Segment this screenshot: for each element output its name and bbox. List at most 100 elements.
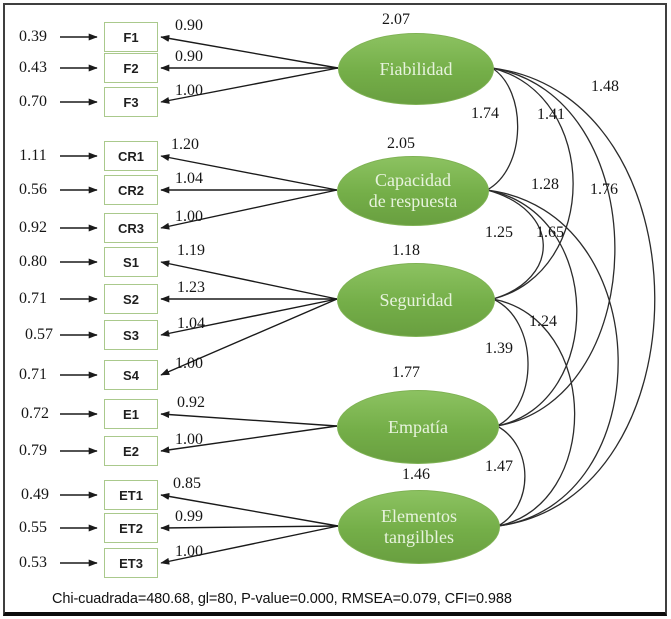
covariance-curve: [496, 425, 526, 527]
variance-value: 2.07: [382, 11, 410, 28]
loading-arrow: [160, 492, 339, 527]
error-value: 0.80: [19, 253, 47, 270]
loading-arrow: [160, 411, 338, 427]
error-value: 0.49: [21, 486, 49, 503]
latent-empatia: Empatía: [337, 390, 499, 464]
indicator-box-f1: F1: [104, 22, 158, 52]
loading-value: 1.00: [175, 543, 203, 560]
loading-value: 0.85: [173, 475, 201, 492]
error-value: 0.55: [19, 519, 47, 536]
error-value: 0.72: [21, 405, 49, 422]
covariance-curve: [486, 189, 578, 427]
covariance-value: 1.28: [531, 176, 559, 193]
covariance-value: 1.25: [485, 224, 513, 241]
covariance-value: 1.65: [536, 224, 564, 241]
error-value: 1.11: [19, 147, 47, 164]
indicator-box-s4: S4: [104, 360, 158, 390]
covariance-curve: [492, 298, 576, 527]
indicator-box-cr1: CR1: [104, 141, 158, 171]
indicator-label: E2: [123, 443, 139, 459]
latent-label-line2: de respuesta: [368, 191, 458, 211]
covariance-value: 1.39: [485, 340, 513, 357]
error-value: 0.71: [19, 366, 47, 383]
variance-value: 1.18: [392, 242, 420, 259]
indicator-box-cr3: CR3: [104, 213, 158, 243]
indicator-label: F1: [123, 29, 139, 45]
variance-value: 2.05: [387, 135, 415, 152]
latent-seguridad: Seguridad: [337, 263, 495, 337]
loading-arrow: [160, 154, 338, 191]
covariance-value: 1.41: [537, 106, 565, 123]
error-value: 0.56: [19, 181, 47, 198]
covariance-curve: [486, 67, 519, 191]
latent-label: Empatía: [388, 416, 448, 437]
indicator-box-et1: ET1: [104, 480, 158, 510]
covariance-curves: [486, 67, 656, 527]
indicator-box-et2: ET2: [104, 513, 158, 543]
indicator-label: S4: [123, 367, 139, 383]
loading-value: 1.00: [175, 82, 203, 99]
latent-label-line1: Capacidad: [375, 170, 451, 190]
indicator-label: CR2: [117, 182, 144, 198]
covariance-curve: [486, 189, 544, 300]
indicator-box-f3: F3: [104, 87, 158, 117]
latent-capacidad-de-respuesta: Capacidad de respuesta: [337, 156, 489, 226]
latent-label: Seguridad: [379, 289, 453, 310]
error-value: 0.39: [19, 28, 47, 45]
loading-value: 1.20: [171, 136, 199, 153]
covariance-value: 1.76: [590, 181, 618, 198]
error-value: 0.53: [19, 554, 47, 571]
covariance-curve: [486, 189, 619, 527]
covariance-value: 1.24: [529, 313, 557, 330]
indicator-box-s1: S1: [104, 247, 158, 277]
loading-arrow: [160, 525, 339, 565]
loading-value: 0.90: [175, 48, 203, 65]
loading-value: 1.00: [175, 355, 203, 372]
indicator-label: CR1: [117, 148, 144, 164]
indicator-box-s3: S3: [104, 320, 158, 350]
indicator-box-f2: F2: [104, 53, 158, 83]
covariance-curve: [491, 67, 656, 527]
indicator-label: S3: [123, 327, 139, 343]
indicator-label: F2: [123, 60, 139, 76]
indicator-box-e1: E1: [104, 399, 158, 429]
indicator-label: F3: [123, 94, 139, 110]
indicator-label: ET3: [119, 555, 143, 571]
error-value: 0.57: [25, 326, 53, 343]
covariance-curve: [492, 298, 529, 427]
variance-value: 1.77: [392, 364, 420, 381]
loading-arrow: [160, 524, 339, 532]
error-value: 0.71: [19, 290, 47, 307]
variance-value: 1.46: [402, 466, 430, 483]
loading-value: 1.04: [177, 315, 205, 332]
indicator-box-s2: S2: [104, 284, 158, 314]
loading-arrow: [160, 67, 339, 104]
indicator-box-e2: E2: [104, 436, 158, 466]
indicator-label: ET2: [119, 520, 143, 536]
error-value: 0.79: [19, 442, 47, 459]
loading-value: 0.92: [177, 394, 205, 411]
indicator-label: S1: [123, 254, 139, 270]
loading-value: 0.90: [175, 17, 203, 34]
latent-label: Fiabilidad: [379, 58, 453, 79]
fit-statistics: Chi-cuadrada=480.68, gl=80, P-value=0.00…: [52, 591, 512, 607]
loading-arrows: [160, 34, 339, 565]
latent-fiabilidad: Fiabilidad: [338, 33, 494, 105]
loading-arrow: [160, 260, 338, 300]
loading-value: 1.19: [177, 242, 205, 259]
covariance-curve: [491, 67, 616, 427]
indicator-box-cr2: CR2: [104, 175, 158, 205]
latent-label-line1: Elementos: [381, 506, 457, 526]
error-value: 0.92: [19, 219, 47, 236]
error-arrows: [60, 33, 98, 567]
latent-label-line2: tangilbles: [384, 527, 454, 547]
loading-arrow: [160, 298, 338, 337]
loading-arrow: [160, 34, 339, 69]
error-value: 0.43: [19, 59, 47, 76]
loading-arrow: [160, 425, 338, 454]
covariance-value: 1.48: [591, 78, 619, 95]
loading-value: 1.00: [175, 208, 203, 225]
loading-value: 1.00: [175, 431, 203, 448]
